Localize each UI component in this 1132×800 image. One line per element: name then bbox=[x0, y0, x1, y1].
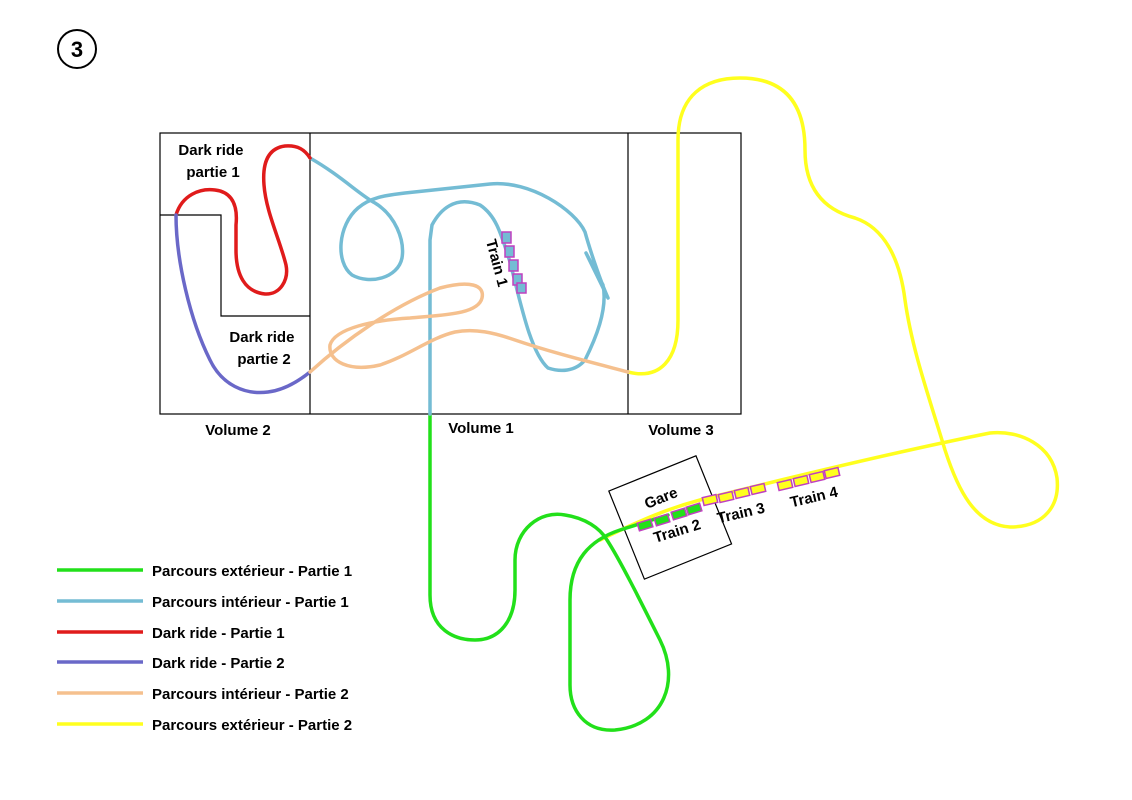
train-car bbox=[501, 231, 512, 244]
zone-label-volume-2: Volume 2 bbox=[205, 422, 271, 439]
legend-item-exterieur-2: Parcours extérieur - Partie 2 bbox=[57, 717, 352, 734]
train-car bbox=[776, 478, 794, 492]
dark-ride-divider bbox=[160, 214, 310, 317]
train-car bbox=[685, 502, 703, 516]
train-car bbox=[717, 490, 735, 504]
train-car bbox=[516, 282, 527, 294]
train-label-1: Train 1 bbox=[482, 238, 511, 289]
train-3-cars bbox=[701, 482, 767, 507]
legend-item-exterieur-1: Parcours extérieur - Partie 1 bbox=[57, 563, 352, 580]
legend-item-dark-ride-2: Dark ride - Partie 2 bbox=[57, 655, 285, 672]
buildings bbox=[159, 132, 742, 580]
train-car bbox=[670, 507, 688, 521]
step-badge: 3 bbox=[57, 29, 97, 69]
train-2-cars bbox=[636, 502, 703, 532]
legend-item-interieur-1: Parcours intérieur - Partie 1 bbox=[57, 594, 349, 611]
train-car bbox=[508, 259, 519, 272]
step-badge-number: 3 bbox=[71, 37, 83, 62]
train-car bbox=[823, 466, 841, 480]
train-car bbox=[504, 245, 515, 258]
train-car bbox=[653, 513, 671, 527]
train-car bbox=[701, 493, 719, 507]
train-label-3: Train 3 bbox=[716, 500, 767, 527]
gare-building bbox=[608, 455, 733, 580]
zone-label-volume-1: Volume 1 bbox=[448, 420, 514, 437]
train-car bbox=[808, 470, 826, 484]
train-car bbox=[636, 518, 654, 532]
train-car bbox=[792, 474, 810, 488]
legend-label: Parcours extérieur - Partie 1 bbox=[152, 563, 352, 580]
legend-item-interieur-2: Parcours intérieur - Partie 2 bbox=[57, 686, 349, 703]
track-dark-ride-partie-1 bbox=[174, 144, 312, 296]
legend-label: Dark ride - Partie 2 bbox=[152, 655, 285, 672]
train-car bbox=[749, 482, 767, 496]
building-outline bbox=[159, 132, 742, 415]
track-exterieur-partie-1 bbox=[428, 412, 671, 732]
legend-item-dark-ride-1: Dark ride - Partie 1 bbox=[57, 625, 285, 642]
legend-label: Parcours intérieur - Partie 2 bbox=[152, 686, 349, 703]
legend-label: Dark ride - Partie 1 bbox=[152, 625, 285, 642]
train-car bbox=[733, 486, 751, 500]
track-exterieur-partie-2 bbox=[598, 76, 1060, 542]
tracks bbox=[174, 76, 1060, 732]
zone-label-volume-3: Volume 3 bbox=[648, 422, 714, 439]
zone-label-dark-ride-1: Dark ride partie 1 bbox=[178, 142, 247, 181]
track-interieur-partie-2 bbox=[308, 282, 630, 374]
train-1-cars bbox=[501, 231, 527, 294]
zone-label-dark-ride-2: Dark ride partie 2 bbox=[229, 329, 298, 368]
train-4-cars bbox=[776, 466, 841, 492]
track-dark-ride-partie-2 bbox=[174, 213, 312, 395]
train-label-4: Train 4 bbox=[789, 484, 841, 512]
legend-label: Parcours intérieur - Partie 1 bbox=[152, 594, 349, 611]
legend: Parcours extérieur - Partie 1 Parcours i… bbox=[57, 563, 352, 734]
legend-label: Parcours extérieur - Partie 2 bbox=[152, 717, 352, 734]
